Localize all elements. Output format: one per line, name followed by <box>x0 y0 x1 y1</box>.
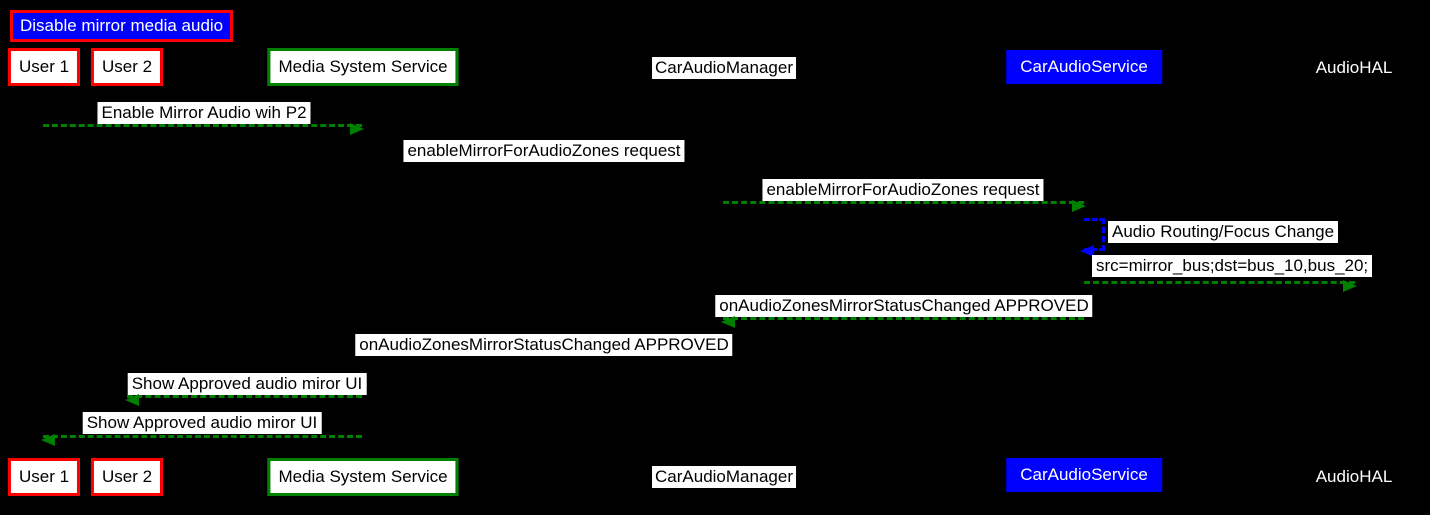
participant-bottom-user2: User 2 <box>90 458 164 496</box>
message-arrow-src-mirror-bus <box>1084 279 1357 292</box>
message-label-enable-mirror-zones-1: enableMirrorForAudioZones request <box>403 140 685 162</box>
message-arrow-enable-mirror-zones-2 <box>723 199 1086 212</box>
message-arrow-show-approved-2 <box>41 433 362 446</box>
message-arrow-show-approved-1 <box>125 393 362 406</box>
arrowhead-right-icon <box>1343 279 1357 292</box>
diagram-title: Disable mirror media audio <box>10 10 234 42</box>
arrowhead-right-icon <box>1072 199 1086 212</box>
message-label-enable-mirror-zones-2: enableMirrorForAudioZones request <box>762 179 1044 201</box>
arrowhead-left-icon <box>1080 245 1094 257</box>
message-label-audio-routing: Audio Routing/Focus Change <box>1108 221 1339 243</box>
message-label-show-approved-2: Show Approved audio miror UI <box>82 412 322 434</box>
arrowhead-left-icon <box>41 433 55 446</box>
message-label-status-changed-2: onAudioZonesMirrorStatusChanged APPROVED <box>355 334 733 356</box>
participant-top-car-audio-manager: CarAudioManager <box>652 57 796 79</box>
arrowhead-right-icon <box>350 122 364 135</box>
participant-top-audio-hal: AudioHAL <box>1315 58 1393 77</box>
participant-top-car-audio-service: CarAudioService <box>1006 50 1162 84</box>
participant-bottom-audio-hal: AudioHAL <box>1315 467 1393 486</box>
participant-bottom-user1: User 1 <box>7 458 81 496</box>
message-arrow-enable-mirror <box>43 122 364 135</box>
self-message-arrow-audio-routing <box>1080 218 1105 257</box>
arrowhead-left-icon <box>125 393 139 406</box>
participant-top-user1: User 1 <box>7 48 81 86</box>
message-label-status-changed-1: onAudioZonesMirrorStatusChanged APPROVED <box>715 295 1093 317</box>
participant-top-user2: User 2 <box>90 48 164 86</box>
participant-bottom-media-system-service: Media System Service <box>267 458 459 496</box>
participant-top-media-system-service: Media System Service <box>267 48 459 86</box>
message-arrow-status-changed-1 <box>721 315 1084 328</box>
participant-bottom-car-audio-manager: CarAudioManager <box>652 466 796 488</box>
message-label-enable-mirror: Enable Mirror Audio wih P2 <box>97 102 311 124</box>
message-label-src-mirror-bus: src=mirror_bus;dst=bus_10,bus_20; <box>1092 255 1373 277</box>
participant-bottom-car-audio-service: CarAudioService <box>1006 458 1162 492</box>
message-label-show-approved-1: Show Approved audio miror UI <box>127 373 367 395</box>
arrowhead-left-icon <box>721 315 735 328</box>
